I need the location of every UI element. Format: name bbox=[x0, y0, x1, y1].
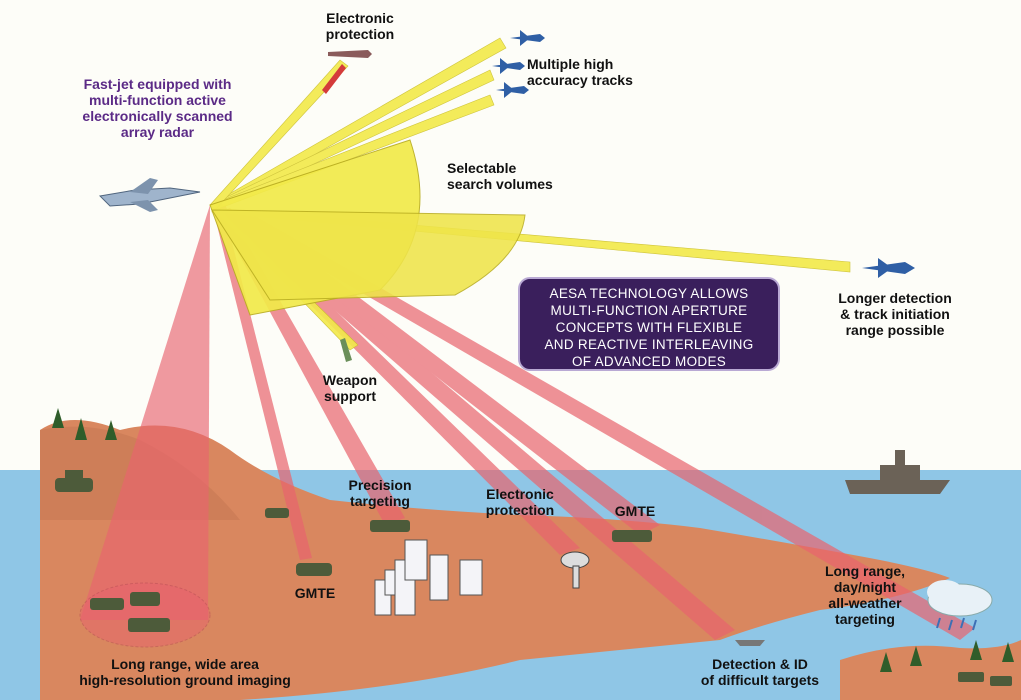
aircraft-icon bbox=[492, 30, 915, 278]
label-search-volumes: Selectable search volumes bbox=[447, 160, 553, 192]
label-fast-jet: Fast-jet equipped with multi-function ac… bbox=[82, 76, 233, 140]
boat-icon bbox=[735, 640, 765, 646]
ground-imaging-beam bbox=[80, 205, 210, 620]
tree-icon bbox=[52, 408, 1014, 672]
label-gmte-right: GMTE bbox=[614, 503, 656, 519]
label-weapon-support: Weapon support bbox=[322, 372, 378, 404]
tank-icon bbox=[55, 470, 652, 632]
aesa-callout: AESA TECHNOLOGY ALLOWS MULTI-FUNCTION AP… bbox=[518, 277, 780, 371]
label-electronic-protection-top: Electronic protection bbox=[325, 10, 395, 42]
radar-dish-icon bbox=[560, 551, 590, 589]
label-detection-id: Detection & ID of difficult targets bbox=[700, 656, 820, 688]
city-icon bbox=[374, 539, 483, 616]
label-multiple-tracks: Multiple high accuracy tracks bbox=[527, 56, 633, 88]
ship-icon bbox=[845, 450, 950, 494]
cloud-rain-icon bbox=[927, 580, 993, 631]
missile-icon bbox=[322, 50, 372, 362]
label-longer-detection: Longer detection & track initiation rang… bbox=[838, 290, 952, 338]
ground-beams bbox=[212, 203, 975, 640]
label-precision-targeting: Precision targeting bbox=[348, 477, 412, 509]
label-gmte-left: GMTE bbox=[294, 585, 336, 601]
search-volume-far bbox=[211, 209, 526, 301]
label-ground-imaging: Long range, wide area high-resolution gr… bbox=[79, 656, 291, 688]
fighter-jet-icon bbox=[98, 178, 201, 212]
vehicle-icon bbox=[958, 672, 1012, 686]
label-electronic-protection-ground: Electronic protection bbox=[485, 486, 555, 518]
label-long-range-targeting: Long range, day/night all-weather target… bbox=[824, 563, 906, 627]
